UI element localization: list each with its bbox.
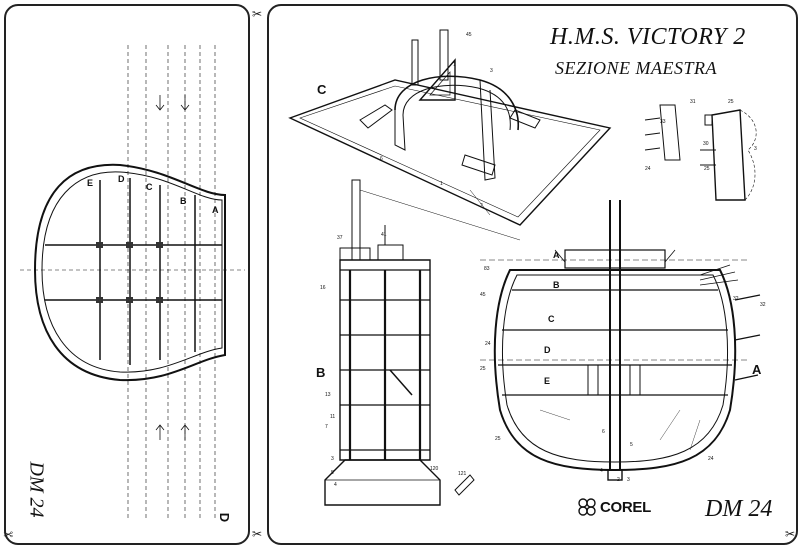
svg-text:120: 120 (430, 466, 439, 472)
cross-deck-label-e: E (544, 376, 551, 386)
deck-label-a: A (212, 205, 219, 215)
svg-text:24: 24 (708, 456, 714, 462)
frame-plan-view (20, 45, 245, 520)
svg-text:31: 31 (690, 99, 696, 105)
svg-text:25: 25 (480, 366, 486, 372)
corel-logo-icon (578, 498, 596, 516)
svg-text:3: 3 (490, 68, 493, 74)
svg-text:32: 32 (733, 296, 739, 302)
sheet-subtitle: SEZIONE MAESTRA (555, 58, 717, 78)
svg-text:5: 5 (630, 442, 633, 448)
svg-text:5: 5 (331, 470, 334, 476)
corner-label-d: D (217, 512, 233, 523)
brand-name: COREL (600, 498, 652, 516)
svg-text:6: 6 (380, 156, 383, 162)
scissors-icon: ✂ (252, 7, 263, 21)
svg-text:83: 83 (484, 266, 490, 272)
svg-text:3: 3 (754, 146, 757, 152)
section-label-c: C (317, 82, 327, 97)
scissors-icon: ✂ (785, 527, 796, 541)
cross-deck-label-b: B (553, 280, 560, 290)
cross-deck-label-c: C (548, 314, 555, 324)
cross-deck-label-d: D (544, 345, 551, 355)
corel-logo: COREL (577, 497, 651, 517)
sheet-code-left: DM 24 (25, 461, 48, 518)
detail-sketches (644, 104, 757, 201)
sheet-code-right: DM 24 (705, 496, 773, 522)
side-section-b (324, 179, 475, 506)
svg-text:45: 45 (466, 32, 472, 38)
deck-label-e: E (87, 178, 94, 188)
svg-text:7: 7 (325, 424, 328, 430)
deck-label-d: D (118, 174, 125, 184)
svg-text:1: 1 (453, 62, 456, 68)
deck-label-b: B (180, 196, 187, 206)
callout-numbers: 45 1 3 6 1 2 41 37 16 13 11 7 3 5 4 120 … (320, 32, 766, 488)
svg-text:2: 2 (480, 203, 483, 209)
svg-text:45: 45 (480, 292, 486, 298)
svg-text:16: 16 (320, 285, 326, 291)
svg-text:3: 3 (331, 456, 334, 462)
section-label-a-top: A (553, 250, 560, 260)
svg-text:25: 25 (495, 436, 501, 442)
svg-text:37: 37 (337, 235, 343, 241)
svg-text:6: 6 (602, 429, 605, 435)
section-label-a-right: A (752, 362, 762, 377)
svg-text:32: 32 (760, 302, 766, 308)
svg-text:4: 4 (334, 482, 337, 488)
svg-text:3: 3 (627, 477, 630, 483)
svg-text:2: 2 (617, 477, 620, 483)
section-label-b: B (316, 365, 326, 380)
left-sheet-panel (4, 4, 250, 545)
svg-text:24: 24 (485, 341, 491, 347)
deck-label-c: C (146, 182, 153, 192)
midship-cross-section (480, 200, 761, 481)
svg-text:121: 121 (458, 471, 467, 477)
svg-text:25: 25 (728, 99, 734, 105)
svg-text:33: 33 (660, 119, 666, 125)
scissors-icon: ✂ (252, 527, 263, 541)
svg-text:1: 1 (440, 181, 443, 187)
svg-text:13: 13 (325, 392, 331, 398)
svg-text:25: 25 (704, 166, 710, 172)
svg-text:4: 4 (600, 468, 603, 474)
sheet-title: H.M.S. VICTORY 2 (550, 24, 746, 50)
assembly-view-c (288, 29, 612, 241)
svg-text:30: 30 (703, 141, 709, 147)
svg-text:41: 41 (381, 232, 387, 238)
svg-text:11: 11 (330, 414, 335, 420)
svg-text:24: 24 (645, 166, 651, 172)
